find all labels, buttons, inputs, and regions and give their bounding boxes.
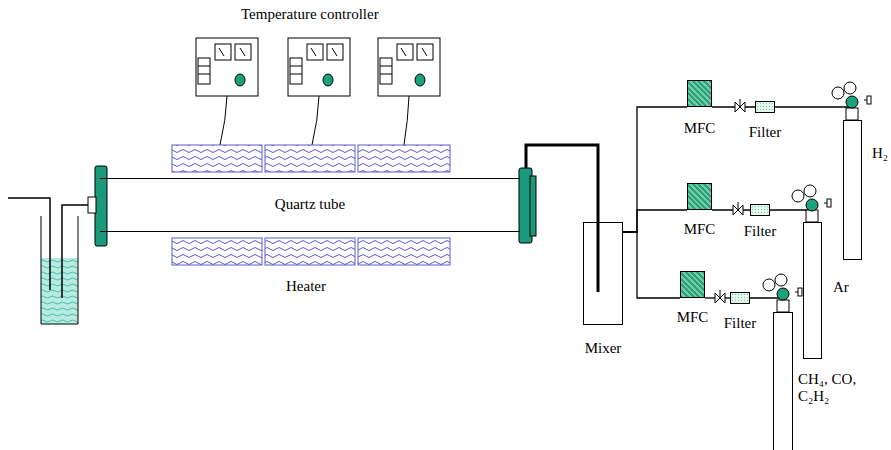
mass-flow-controller: MFC xyxy=(680,271,705,298)
gas-line xyxy=(775,107,853,120)
exhaust-bubbler xyxy=(8,198,88,324)
tube-flanges xyxy=(88,166,536,246)
heater-label: Heater xyxy=(286,278,326,295)
node-label: MFC xyxy=(684,120,716,137)
node-label: Mixer xyxy=(585,340,622,357)
gas-line xyxy=(623,232,680,298)
node-label: MFC xyxy=(677,309,709,326)
temperature-controllers xyxy=(196,38,440,145)
controller-label: Temperature controller xyxy=(241,6,379,23)
node-label: Filter xyxy=(724,315,757,332)
heater-elements xyxy=(172,145,450,265)
gas-cylinder: Ar xyxy=(803,222,822,359)
gas-valves xyxy=(715,99,745,303)
node-label: Ar xyxy=(833,279,849,296)
node-label: Filter xyxy=(744,223,777,240)
mixer-vessel: Mixer xyxy=(583,222,623,325)
quartz-tube: Quartz tube xyxy=(100,178,520,232)
gas-cylinder: H₂ xyxy=(843,120,862,260)
mass-flow-controller: MFC xyxy=(687,80,712,107)
gas-line xyxy=(526,145,598,222)
gas-line xyxy=(623,107,687,232)
node-label: H₂ xyxy=(872,145,888,162)
gas-line xyxy=(712,106,755,107)
gas-line xyxy=(712,209,750,210)
gas-filter: Filter xyxy=(755,101,775,113)
node-label: CH₄, CO, C₂H₂ xyxy=(798,371,876,406)
node-label: MFC xyxy=(684,221,716,238)
mass-flow-controller: MFC xyxy=(687,183,712,210)
gas-filter: Filter xyxy=(730,292,750,304)
mixer-inner-tube xyxy=(597,222,600,292)
node-label: Filter xyxy=(749,124,782,141)
gas-cylinder: CH₄, CO, C₂H₂ xyxy=(773,312,793,450)
gas-filter: Filter xyxy=(750,204,770,216)
node-label: Quartz tube xyxy=(275,196,345,213)
gas-line xyxy=(623,210,687,232)
